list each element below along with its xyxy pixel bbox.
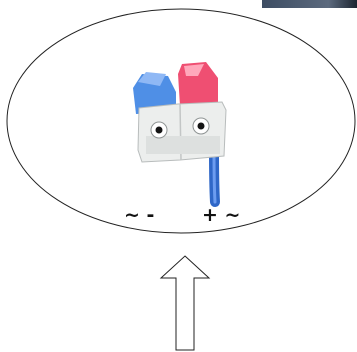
photo-corner	[262, 0, 357, 8]
positive-label: + ~	[202, 204, 241, 226]
terminal-block-icon	[133, 62, 227, 207]
negative-label: ~ -	[124, 204, 155, 226]
arrow-up-icon	[159, 255, 211, 351]
